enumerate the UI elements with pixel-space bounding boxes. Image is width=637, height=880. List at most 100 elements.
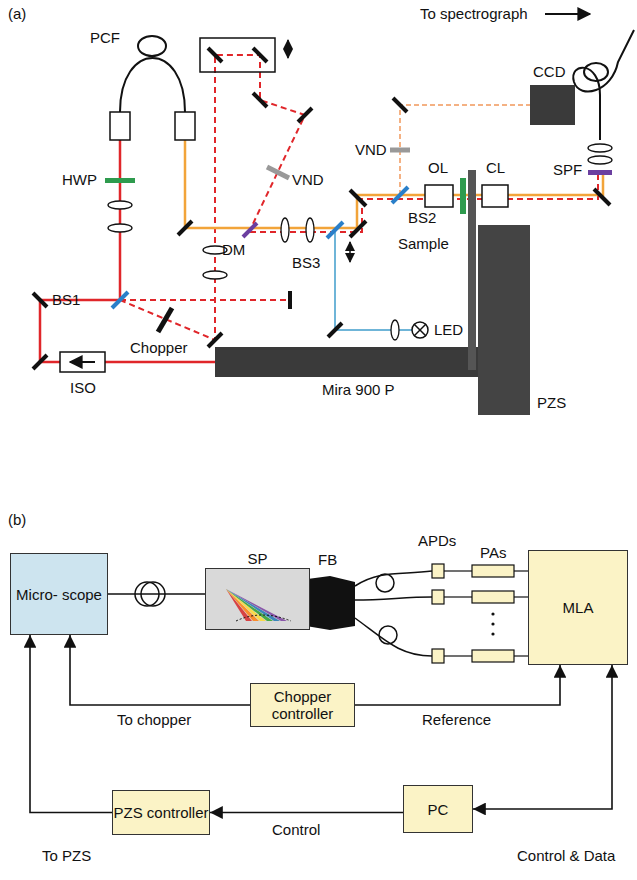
part-label: Chopper [130, 340, 188, 356]
isolator [60, 352, 105, 372]
objective [110, 112, 130, 140]
mirror [253, 93, 267, 107]
lens [108, 201, 132, 209]
mirror [350, 190, 366, 206]
mirror [178, 221, 192, 235]
piezo-stage [478, 225, 530, 415]
output-arrow [545, 14, 590, 15]
lens [203, 271, 227, 279]
fiber [573, 30, 634, 140]
objective [110, 112, 508, 207]
box-text: PZS controller [113, 804, 208, 821]
piezo-stage [468, 170, 530, 415]
box-text: Micro- scope [16, 586, 102, 603]
photodiode [432, 564, 444, 578]
splitter-arrow [349, 242, 351, 262]
delay-stage [200, 38, 288, 72]
part-label: CL [486, 160, 505, 176]
block-box: PZS controller [112, 790, 210, 835]
beam-splitter [392, 187, 408, 203]
amplifier [472, 650, 514, 662]
mirror [328, 323, 342, 337]
bundle-fibers [355, 571, 432, 656]
mirror [253, 48, 267, 62]
objective [425, 185, 453, 207]
ccd-camera [530, 85, 575, 125]
lens [588, 144, 612, 152]
photodiode [432, 564, 444, 663]
amplifier [472, 565, 514, 662]
mirror [594, 189, 610, 205]
sample [460, 178, 466, 214]
part-label: Sample [398, 236, 449, 252]
objective [175, 112, 195, 140]
part-label: VND [355, 142, 387, 158]
spectrum-band [226, 589, 273, 621]
neutral-density-filter [267, 167, 289, 178]
amplifier [472, 565, 514, 577]
neutral-density-filter [390, 148, 410, 153]
continuum-beam [185, 140, 250, 228]
connector-line [355, 665, 560, 705]
fiber [138, 36, 166, 56]
spectrum-band [226, 589, 266, 621]
part-label: FB [318, 552, 337, 568]
part-label: PCF [90, 30, 120, 46]
amplifier [472, 591, 514, 603]
dashed-beam [120, 299, 290, 301]
spectrum-band [226, 589, 287, 621]
chopper-blade [158, 308, 172, 332]
part-label: VND [292, 172, 324, 188]
output-arrow [545, 13, 590, 15]
mirror [288, 291, 292, 309]
delay-stage [287, 40, 289, 58]
led-symbol [412, 322, 428, 338]
spectrograph-dispersion [206, 569, 298, 628]
part-label: (b) [8, 512, 26, 528]
part-label: BS3 [292, 255, 320, 271]
beam-splitter [112, 292, 128, 308]
block-box: Chopper controller [250, 683, 355, 727]
mirror [33, 355, 47, 369]
part-label: LED [434, 322, 463, 338]
box-text: SP [206, 550, 309, 567]
mirror [393, 98, 407, 112]
connector-line [210, 812, 403, 814]
part-label: ISO [70, 380, 96, 396]
signal-wire [444, 570, 472, 571]
part-label: PZS [537, 395, 566, 411]
neutral-density-filter [267, 150, 410, 178]
ellipsis-dots [491, 632, 494, 635]
mirror [208, 48, 222, 62]
signal-wire [444, 655, 472, 656]
continuum-beam [185, 140, 603, 228]
lens [108, 144, 612, 340]
mirror [350, 221, 366, 237]
bundle-fibers [355, 618, 432, 656]
piezo-stage [468, 170, 476, 370]
isolator [70, 361, 95, 363]
connector-label: To chopper [115, 712, 193, 728]
ellipsis-dots [491, 612, 494, 615]
part-label: HWP [62, 172, 97, 188]
mirror [33, 293, 47, 307]
lens [588, 156, 612, 164]
signal-wire [514, 570, 528, 571]
block-box: MLA [528, 550, 628, 665]
dashed-beam [120, 55, 305, 340]
connector-label: To PZS [40, 848, 93, 864]
connector-line [70, 635, 250, 705]
part-label: OL [428, 160, 448, 176]
beam-splitter [112, 187, 408, 308]
ellipsis-dots [491, 622, 494, 625]
signal-wire [444, 596, 472, 597]
led-symbol [414, 324, 426, 336]
block-box: SP [205, 568, 310, 630]
mirror [298, 108, 312, 122]
isolator [60, 352, 105, 372]
beam-splitter [327, 222, 343, 238]
connector-label: Control & Data [515, 848, 617, 864]
part-label: APDs [418, 533, 456, 549]
